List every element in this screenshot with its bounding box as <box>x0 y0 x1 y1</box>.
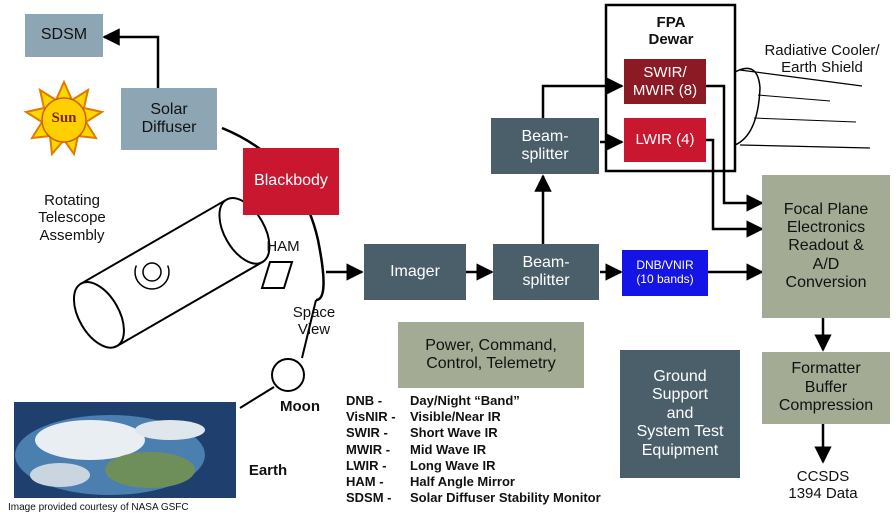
legend-desc: Half Angle Mirror <box>410 474 515 490</box>
ham-label: HAM <box>266 238 300 255</box>
solar-diffuser-box: Solar Diffuser <box>121 88 217 150</box>
earth-label: Earth <box>248 462 288 479</box>
power-command-box: Power, Command, Control, Telemetry <box>398 322 584 388</box>
earth-image <box>14 402 236 498</box>
legend-desc: Visible/Near IR <box>410 409 501 425</box>
focal-plane-box: Focal Plane Electronics Readout & A/D Co… <box>762 175 890 318</box>
legend-desc: Mid Wave IR <box>410 441 487 457</box>
swir-mwir-box: SWIR/ MWIR (8) <box>624 59 706 104</box>
formatter-box: Formatter Buffer Compression <box>762 352 890 424</box>
dnb-vnir-box: DNB/VNIR (10 bands) <box>622 250 708 296</box>
legend-abbr: MWIR - <box>346 441 391 457</box>
legend-desc: Long Wave IR <box>410 457 496 473</box>
rta-label: Rotating Telescope Assembly <box>38 192 106 244</box>
space-view-label: Space View <box>292 304 336 339</box>
sun-icon <box>23 79 105 157</box>
legend-row: SWIR - Short Wave IR <box>346 425 601 441</box>
blackbody-box: Blackbody <box>243 148 339 215</box>
moon-label: Moon <box>280 398 320 415</box>
moon-icon <box>271 358 305 392</box>
abbreviation-legend: DNB - Day/Night “Band” VisNIR - Visible/Ne… <box>346 393 601 506</box>
legend-row: LWIR - Long Wave IR <box>346 458 601 474</box>
image-credit: Image provided courtesy of NASA GSFC <box>8 502 189 513</box>
legend-desc: Solar Diffuser Stability Monitor <box>410 490 601 506</box>
ground-support-box: Ground Support and System Test Equipment <box>620 350 740 478</box>
legend-abbr: DNB - <box>346 393 383 408</box>
legend-desc: Short Wave IR <box>410 425 498 441</box>
legend-row: DNB - Day/Night “Band” <box>346 393 601 409</box>
sdsm-box: SDSM <box>25 14 103 57</box>
legend-row: MWIR - Mid Wave IR <box>346 442 601 458</box>
legend-abbr: LWIR - <box>346 457 387 473</box>
lwir-box: LWIR (4) <box>624 118 706 162</box>
beamsplitter-lower-box: Beam- splitter <box>493 244 599 300</box>
legend-row: HAM - Half Angle Mirror <box>346 474 601 490</box>
legend-desc: Day/Night “Band” <box>410 393 520 408</box>
legend-abbr: SWIR - <box>346 425 388 441</box>
ccsds-label: CCSDS 1394 Data <box>788 468 858 503</box>
fpa-dewar-label: FPA Dewar <box>648 14 694 49</box>
beamsplitter-upper-box: Beam- splitter <box>491 118 599 174</box>
legend-abbr: VisNIR - <box>346 409 396 425</box>
radiative-cooler-label: Radiative Cooler/ Earth Shield <box>764 42 880 77</box>
legend-row: VisNIR - Visible/Near IR <box>346 409 601 425</box>
legend-abbr: HAM - <box>346 474 384 490</box>
legend-abbr: SDSM - <box>346 490 392 506</box>
legend-row: SDSM - Solar Diffuser Stability Monitor <box>346 490 601 506</box>
imager-box: Imager <box>364 244 466 300</box>
sun-label: Sun <box>51 110 77 126</box>
